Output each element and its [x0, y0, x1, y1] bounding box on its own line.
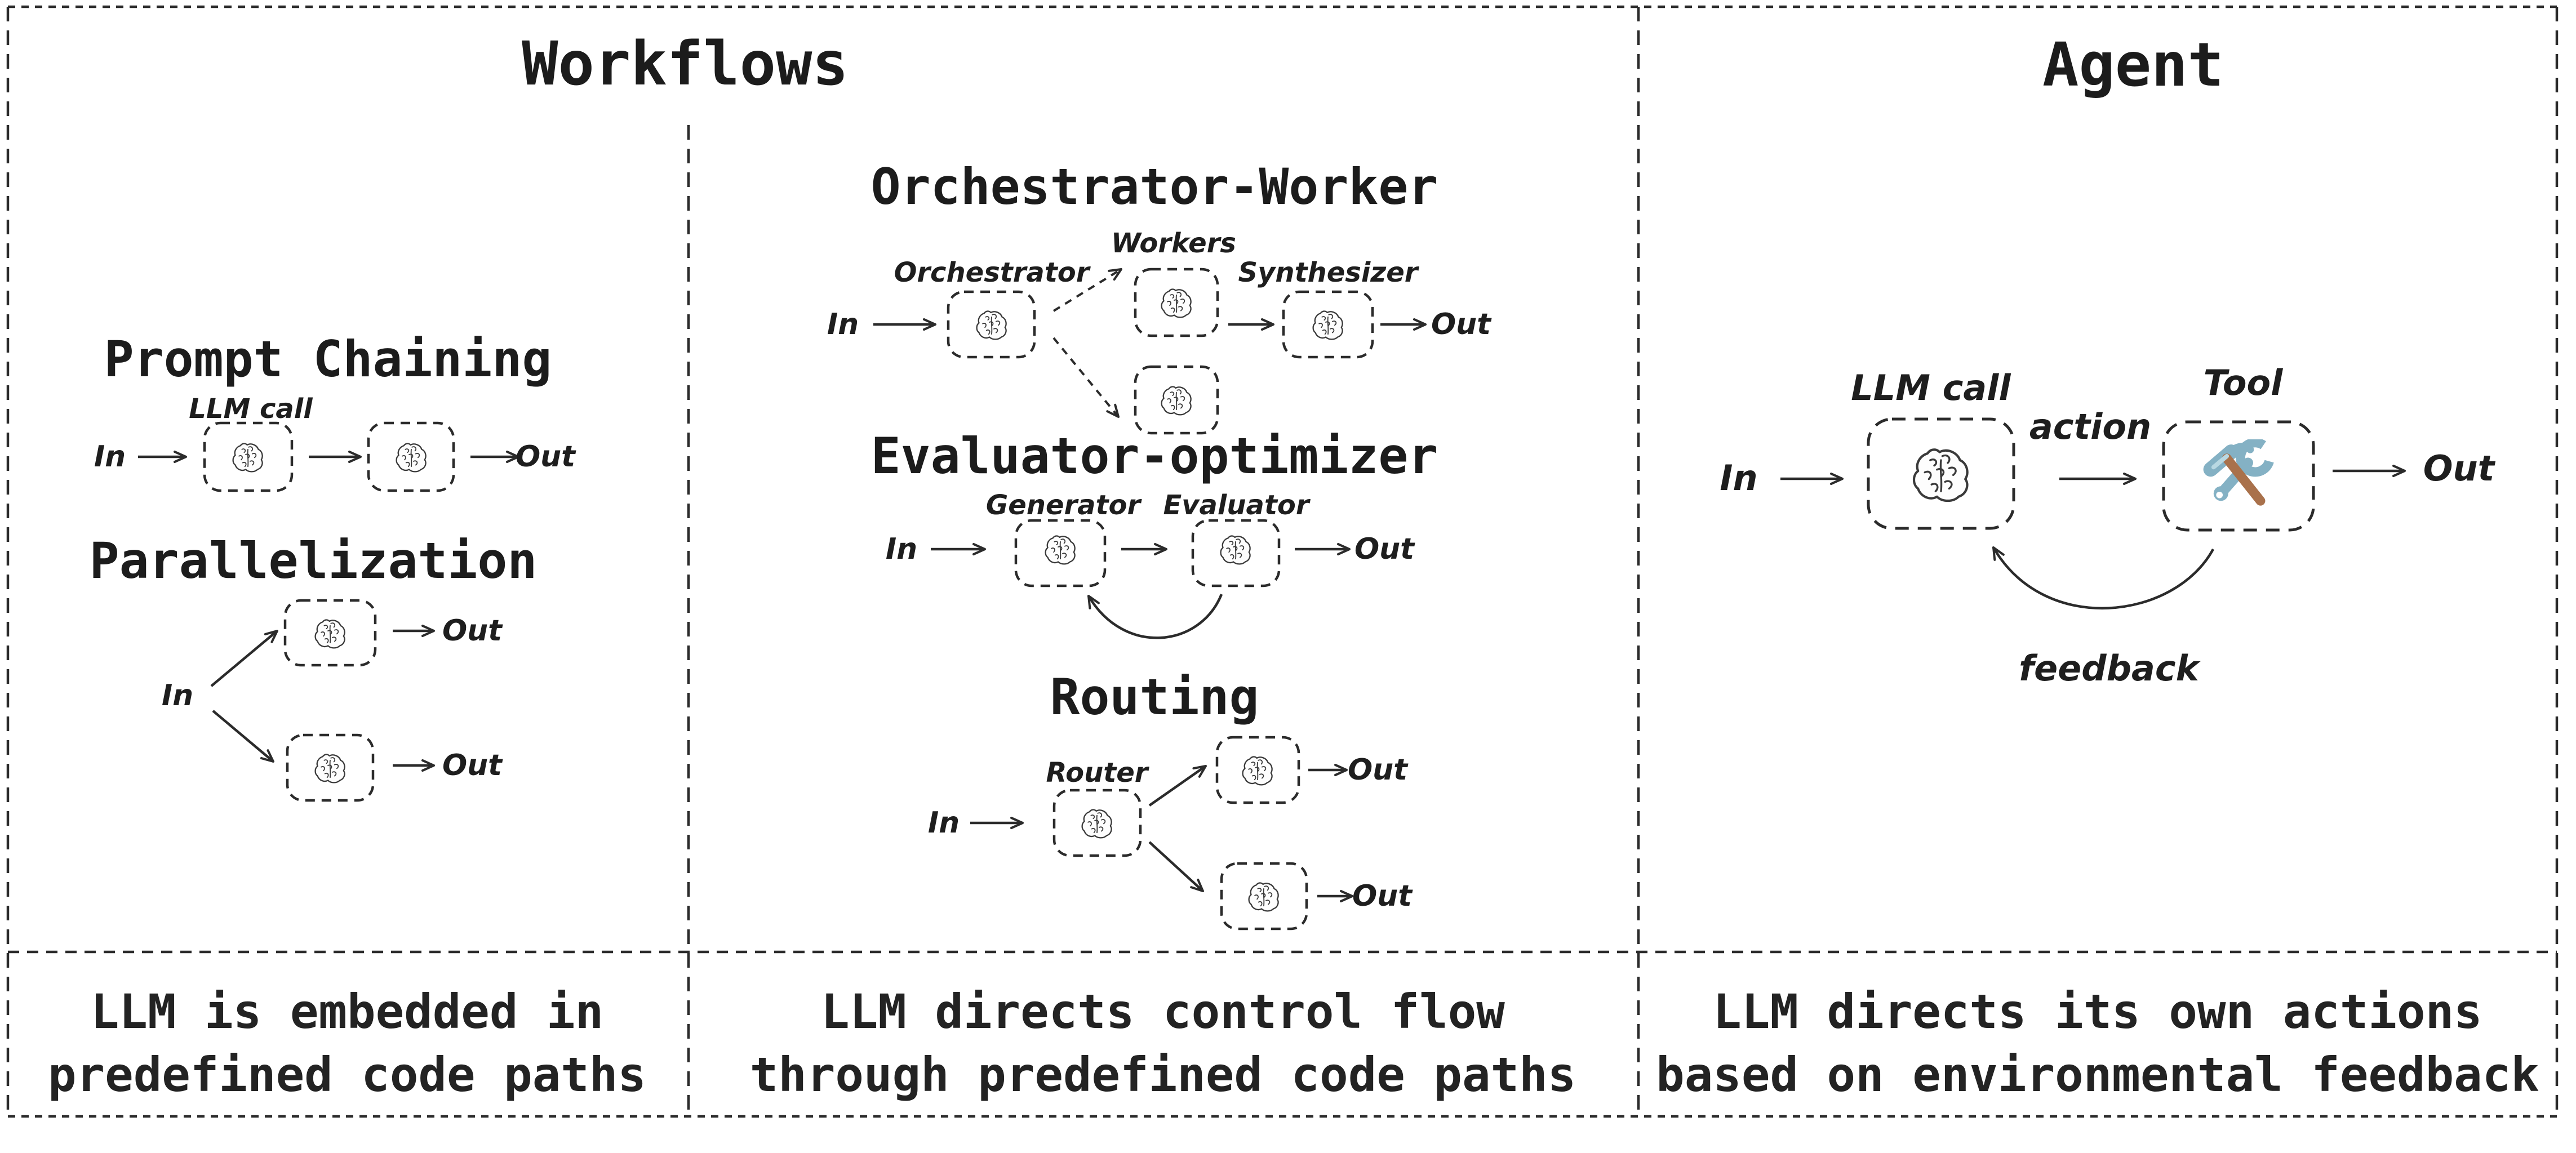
feedback-label: feedback: [2019, 648, 2201, 689]
caption-embedded-line2: predefined code paths: [48, 1047, 646, 1102]
out-label: Out: [442, 614, 503, 648]
arrow-branch-up: [210, 630, 278, 687]
in-label: In: [162, 679, 193, 713]
evaluator-box: [1191, 519, 1281, 587]
route-box-top: [1215, 736, 1300, 804]
routing-title: Routing: [1050, 668, 1259, 726]
out-label: Out: [1348, 753, 1409, 787]
feedback-loop-arrow: [1087, 594, 1223, 639]
hammer-wrench-icon: [2211, 443, 2269, 501]
out-label: Out: [1352, 879, 1413, 913]
section-agent: LLM call Tool action In Out feedback: [1720, 362, 2495, 689]
llm-call-box: [203, 421, 294, 492]
llm-call-label: LLM call: [1851, 367, 2011, 408]
router-label: Router: [1046, 757, 1150, 789]
caption-control-flow-line1: LLM directs control flow: [821, 984, 1505, 1039]
brain-icon: [396, 443, 427, 473]
in-label: In: [94, 440, 126, 474]
llm-box: [283, 599, 377, 667]
section-routing: Routing Router In Out Out: [928, 668, 1413, 931]
in-label: In: [886, 532, 917, 566]
out-label: Out: [1354, 532, 1415, 566]
out-label: Out: [516, 440, 576, 474]
arrow-branch-down: [212, 710, 274, 763]
section-orchestrator-worker: Orchestrator-Worker Workers Orchestrator…: [827, 158, 1492, 435]
arrow-route-up: [1148, 765, 1207, 807]
caption-control-flow-line2: through predefined code paths: [750, 1047, 1576, 1102]
orchestrator-box: [947, 290, 1036, 359]
brain-icon: [314, 619, 345, 649]
action-label: action: [2029, 406, 2151, 447]
generator-label: Generator: [986, 489, 1143, 521]
brain-icon: [1220, 535, 1251, 565]
brain-icon: [314, 754, 345, 783]
brain-icon: [1161, 386, 1192, 416]
section-prompt-chaining: Prompt Chaining LLM call In Out: [94, 330, 576, 492]
route-box-bottom: [1220, 862, 1308, 931]
in-label: In: [928, 806, 960, 840]
synthesizer-label: Synthesizer: [1238, 257, 1420, 288]
worker-box-bottom: [1134, 365, 1219, 435]
section-evaluator-optimizer: Evaluator-optimizer Generator Evaluator …: [871, 427, 1438, 639]
brain-icon: [1161, 288, 1192, 318]
llm-box: [286, 733, 375, 802]
prompt-chaining-title: Prompt Chaining: [104, 330, 552, 388]
out-label: Out: [2423, 448, 2496, 489]
caption-agent-line2: based on environmental feedback: [1656, 1047, 2539, 1102]
in-label: In: [1720, 457, 1757, 498]
caption-row: LLM is embedded in predefined code paths…: [48, 984, 2539, 1102]
orchestrator-label: Orchestrator: [894, 257, 1091, 288]
brain-icon: [1081, 809, 1112, 839]
out-label: Out: [442, 749, 503, 782]
brain-icon: [1242, 756, 1273, 786]
brain-icon: [976, 310, 1007, 340]
brain-icon: [1248, 882, 1279, 912]
orchestrator-worker-title: Orchestrator-Worker: [871, 158, 1438, 216]
llm-call-box: [1867, 417, 2015, 530]
arrow-route-down: [1148, 841, 1204, 892]
dashed-arrow-to-worker-bottom: [1052, 337, 1120, 418]
section-parallelization: Parallelization In Out Out: [90, 532, 538, 802]
worker-box-top: [1134, 268, 1219, 337]
brain-icon: [232, 443, 263, 473]
tool-box: [2162, 420, 2315, 532]
llm-call-label: LLM call: [189, 393, 313, 425]
evaluator-label: Evaluator: [1163, 489, 1311, 521]
in-label: In: [827, 308, 859, 341]
parallelization-title: Parallelization: [90, 532, 538, 590]
agent-panel-title: Agent: [2042, 30, 2224, 100]
llm-call-box: [367, 421, 455, 492]
caption-embedded-line1: LLM is embedded in: [91, 984, 603, 1039]
workflows-panel-title: Workflows: [522, 29, 849, 99]
caption-agent-line1: LLM directs its own actions: [1713, 984, 2482, 1039]
tool-label: Tool: [2204, 362, 2283, 403]
panel-borders: [6, 5, 2559, 1118]
out-label: Out: [1431, 308, 1492, 341]
brain-icon: [1312, 310, 1343, 340]
synthesizer-box: [1282, 290, 1374, 359]
brain-icon: [1045, 535, 1076, 565]
brain-icon: [1914, 449, 1967, 501]
generator-box: [1014, 519, 1107, 587]
feedback-loop-arrow: [1992, 546, 2214, 609]
router-box: [1052, 789, 1142, 857]
evaluator-optimizer-title: Evaluator-optimizer: [871, 427, 1438, 485]
workers-label: Workers: [1111, 228, 1236, 259]
